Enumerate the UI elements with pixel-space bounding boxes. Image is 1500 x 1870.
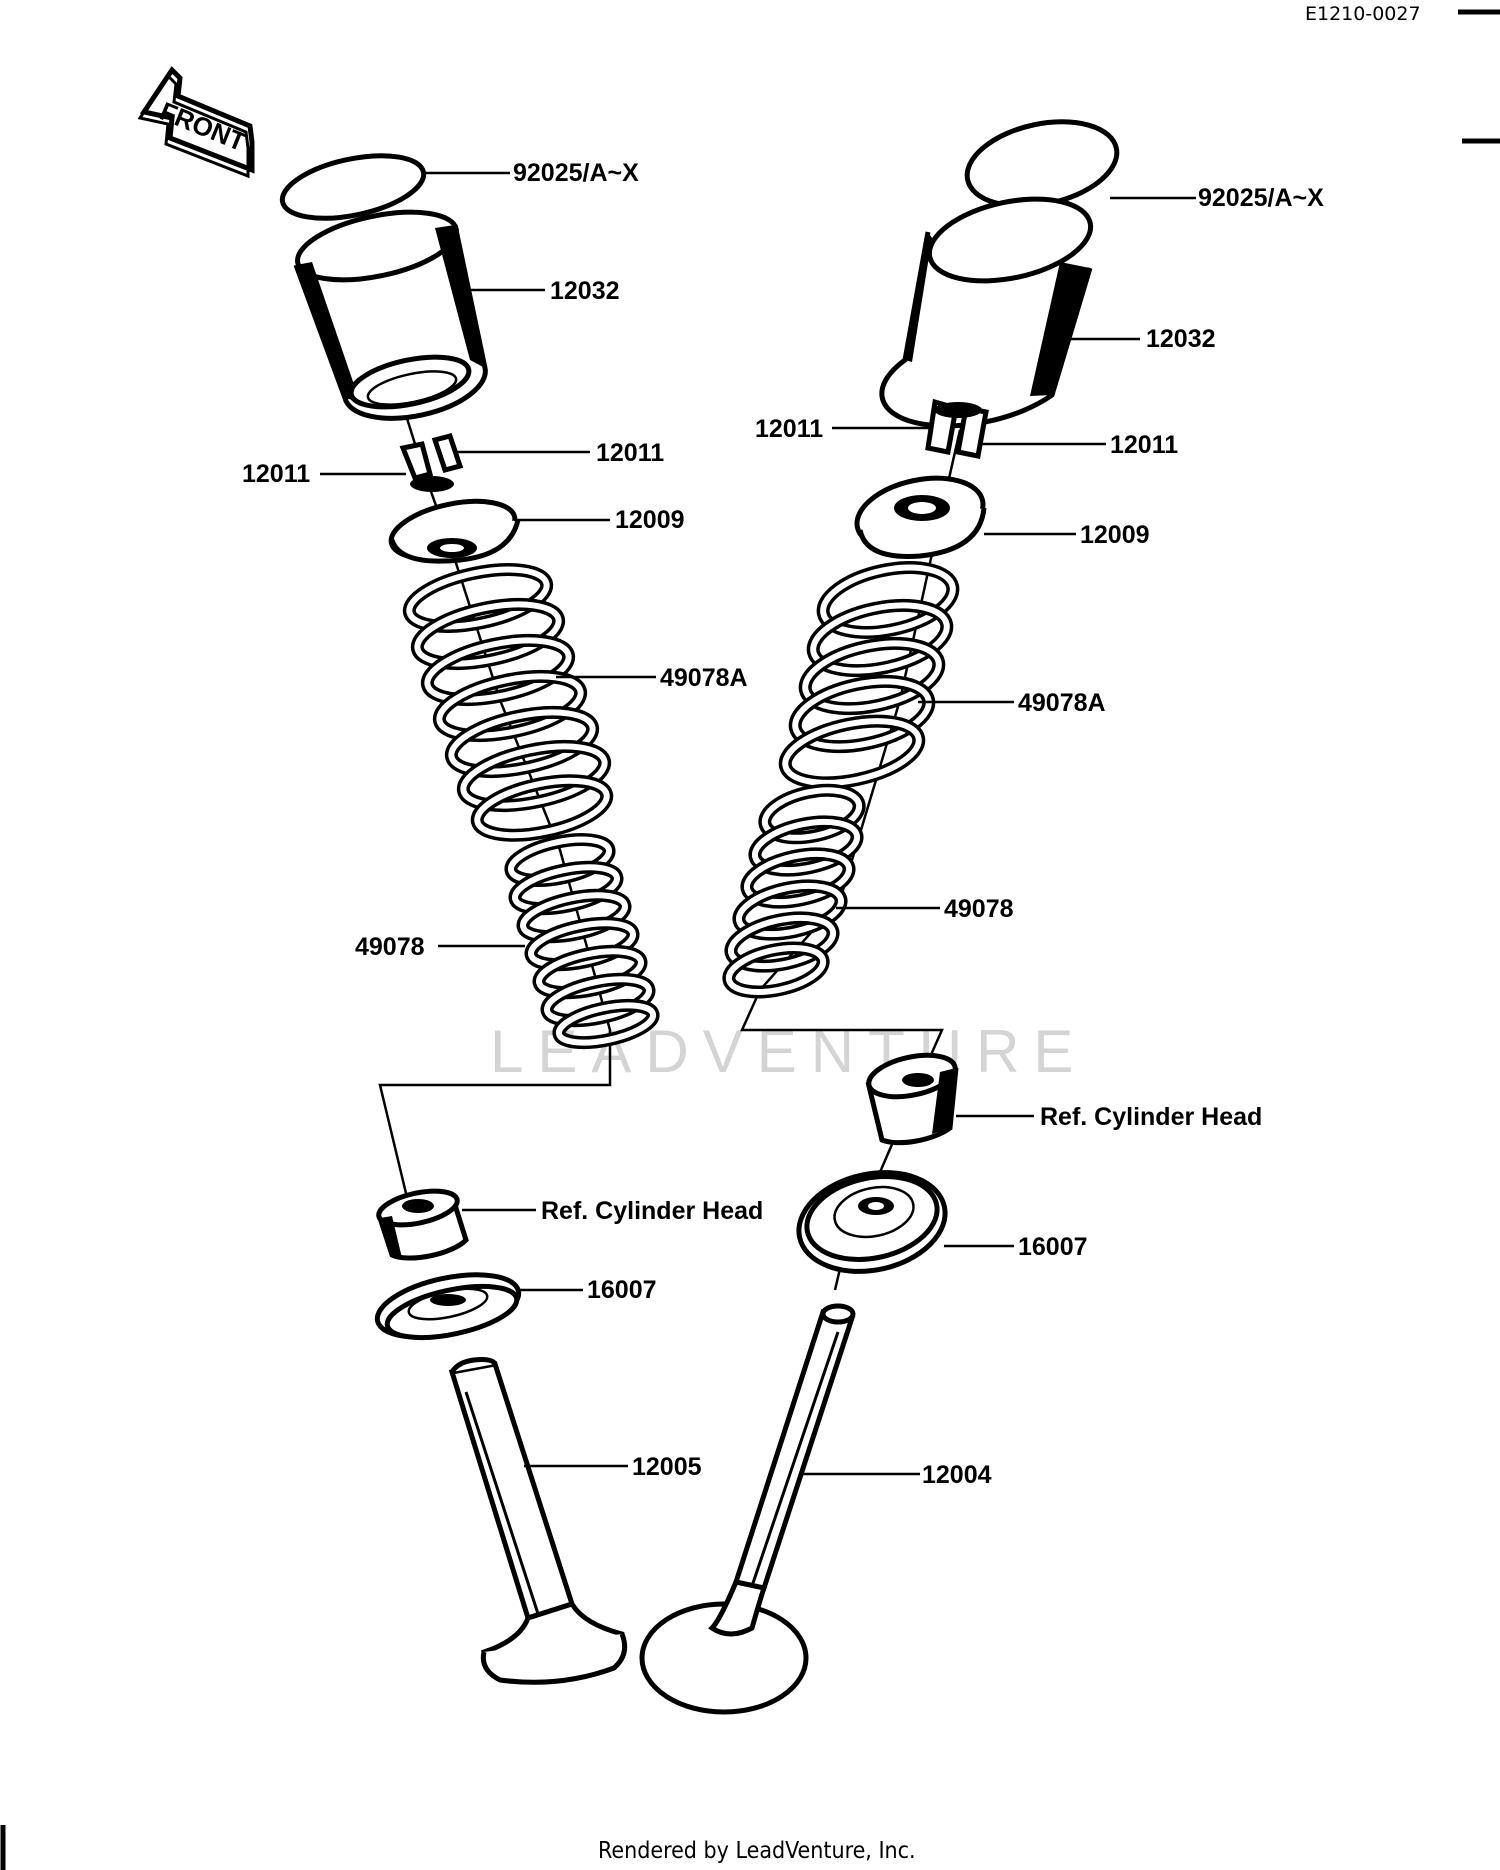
left-retainer-icon xyxy=(388,498,521,564)
right-valve-assembly: 92025/A~X 12032 12011 12011 12009 49078A… xyxy=(639,119,1324,1715)
left-lifter-icon xyxy=(293,209,488,421)
label-right-retainer: 12009 xyxy=(1080,521,1150,549)
label-right-shim: 92025/A~X xyxy=(1198,184,1324,212)
watermark-text: LEADVENTURE xyxy=(490,1018,1087,1085)
right-keeper-icon xyxy=(925,398,989,459)
left-valve-guide-icon xyxy=(376,1188,469,1261)
label-left-cylinder-head: Ref. Cylinder Head xyxy=(541,1197,763,1225)
right-retainer-icon xyxy=(854,475,987,559)
label-right-lifter: 12032 xyxy=(1146,325,1216,353)
label-left-keeper-left: 12011 xyxy=(242,460,310,488)
label-right-valve: 12004 xyxy=(922,1461,992,1489)
label-right-keeper-right: 12011 xyxy=(1110,431,1178,459)
left-callouts: 92025/A~X 12032 12011 12011 12009 49078A… xyxy=(242,159,763,1481)
label-left-outer-spring: 49078A xyxy=(660,664,748,692)
right-inner-spring-icon xyxy=(722,783,866,999)
left-keeper-icon xyxy=(399,432,464,492)
right-callouts: 92025/A~X 12032 12011 12011 12009 49078A… xyxy=(755,184,1324,1489)
label-left-inner-spring: 49078 xyxy=(355,933,425,961)
right-outer-spring-icon xyxy=(778,561,960,790)
left-valve-icon xyxy=(448,1357,628,1685)
label-left-retainer: 12009 xyxy=(615,506,685,534)
right-valve-icon xyxy=(639,1303,856,1715)
label-right-keeper-left: 12011 xyxy=(755,415,823,443)
right-lifter-icon xyxy=(879,196,1094,429)
right-valve-seal-icon xyxy=(796,1170,948,1274)
footer-credit: Rendered by LeadVenture, Inc. xyxy=(598,1838,916,1864)
label-right-seal: 16007 xyxy=(1018,1233,1088,1261)
label-left-valve: 12005 xyxy=(632,1453,702,1481)
left-valve-seal-icon xyxy=(374,1272,522,1341)
label-left-shim: 92025/A~X xyxy=(513,159,639,187)
label-right-inner-spring: 49078 xyxy=(944,895,1014,923)
label-left-seal: 16007 xyxy=(587,1276,657,1304)
left-outer-spring-icon xyxy=(402,563,614,842)
label-left-lifter: 12032 xyxy=(550,277,620,305)
label-right-outer-spring: 49078A xyxy=(1018,689,1106,717)
front-arrow-icon: FRONT xyxy=(137,66,255,179)
left-inner-spring-icon xyxy=(504,833,660,1050)
label-right-cylinder-head: Ref. Cylinder Head xyxy=(1040,1103,1262,1131)
right-valve-guide-icon xyxy=(865,1052,959,1146)
diagram-code: E1210-0027 xyxy=(1305,3,1421,25)
label-left-keeper-right: 12011 xyxy=(596,439,664,467)
left-valve-assembly: 92025/A~X 12032 12011 12011 12009 49078A… xyxy=(242,153,763,1685)
left-shim-icon xyxy=(279,153,427,221)
